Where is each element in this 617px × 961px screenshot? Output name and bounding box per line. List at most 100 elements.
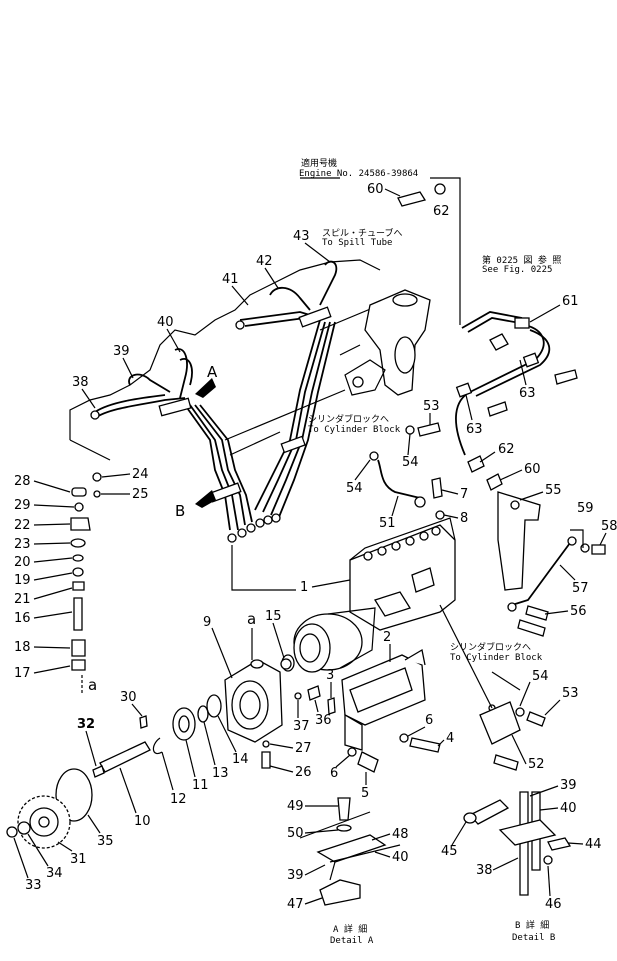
- bracket-59-line: [570, 529, 584, 548]
- bolt-56b: [517, 619, 546, 637]
- fuel-pump: [349, 477, 456, 631]
- callout-26: 26: [295, 765, 312, 780]
- callout-62-top: 62: [433, 204, 450, 219]
- spill-tube: [369, 183, 578, 491]
- view-letter-b: B: [175, 502, 185, 520]
- callout-62-mid: 62: [498, 442, 515, 457]
- seal-14: [206, 694, 222, 718]
- callout-11: 11: [192, 778, 209, 793]
- callout-16: 16: [14, 611, 31, 626]
- bracket-55-hole: [510, 500, 520, 510]
- bracket-55: [497, 491, 541, 591]
- washer-6a: [399, 733, 409, 743]
- callout-38-detail-b: 38: [476, 863, 493, 878]
- callout-54-low: 54: [532, 669, 549, 684]
- callout-40-detail-a: 40: [392, 850, 409, 865]
- bolt-52b: [493, 754, 519, 771]
- callout-60-mid: 60: [524, 462, 541, 477]
- callout-7: 7: [460, 487, 468, 502]
- lever-57: [511, 542, 571, 606]
- callout-38: 38: [72, 375, 89, 390]
- nut-56: [507, 602, 517, 612]
- callout-58: 58: [601, 519, 617, 534]
- callout-39-detail-a: 39: [287, 868, 304, 883]
- callout-29: 29: [14, 498, 31, 513]
- callout-32: 32: [77, 717, 95, 732]
- callout-46: 46: [545, 897, 562, 912]
- callout-20: 20: [14, 555, 31, 570]
- callout-15: 15: [265, 609, 282, 624]
- callout-44: 44: [585, 837, 602, 852]
- ring-15: [280, 658, 292, 670]
- cyl-note1-en: To Cylinder Block: [308, 425, 401, 435]
- view-letter-a: A: [207, 363, 218, 381]
- bolt-36: [307, 685, 321, 701]
- serial-bracket-line: [430, 177, 461, 325]
- nut-33: [6, 826, 18, 838]
- callout-39-detail-b: 39: [560, 778, 577, 793]
- view-arrows: [195, 378, 216, 508]
- leader-cyl2: [491, 671, 521, 691]
- washer-34: [17, 821, 31, 835]
- gear-31: [17, 795, 71, 849]
- callout-25: 25: [132, 487, 149, 502]
- cyl-note2-jp: シリンダブロックへ: [450, 641, 531, 653]
- callout-33: 33: [25, 878, 42, 893]
- pump-bracket: [341, 648, 426, 751]
- washer-59: [580, 543, 590, 553]
- callout-49: 49: [287, 799, 304, 814]
- callout-30: 30: [120, 690, 137, 705]
- callout-14: 14: [232, 752, 249, 767]
- callout-53-top: 53: [423, 399, 440, 414]
- washer-54: [515, 707, 525, 717]
- detail-b-jp: B 詳 細: [515, 919, 549, 931]
- callout-42: 42: [256, 254, 273, 269]
- callout-3: 3: [326, 668, 334, 683]
- callout-53-low: 53: [562, 686, 579, 701]
- callout-59: 59: [577, 501, 594, 516]
- callout-5: 5: [361, 786, 369, 801]
- callout-50: 50: [287, 826, 304, 841]
- callout-2: 2: [383, 630, 391, 645]
- callout-27: 27: [295, 741, 312, 756]
- bolt-26: [261, 751, 271, 769]
- callout-37: 37: [293, 719, 310, 734]
- spill-note-en: To Spill Tube: [322, 238, 392, 248]
- detail-b-en: Detail B: [512, 933, 555, 943]
- snap-ring-12: [152, 737, 163, 755]
- housing-top: [344, 289, 431, 396]
- bolt-53: [526, 711, 546, 727]
- plate-52: [479, 701, 521, 745]
- callout-41: 41: [222, 272, 239, 287]
- pipe-group-line: [231, 545, 296, 591]
- callout-10: 10: [134, 814, 151, 829]
- pin-30: [139, 715, 148, 729]
- key-32: [92, 765, 105, 778]
- callout-36: 36: [315, 713, 332, 728]
- callout-40-detail-b: 40: [560, 801, 577, 816]
- callout-63-left: 63: [466, 422, 483, 437]
- cyl-note2-en: To Cylinder Block: [450, 653, 543, 663]
- callout-60-top: 60: [367, 182, 384, 197]
- callout-31: 31: [70, 852, 87, 867]
- callout-55: 55: [545, 483, 562, 498]
- callout-4: 4: [446, 731, 454, 746]
- left-stack: [70, 472, 102, 695]
- callout-24: 24: [132, 467, 149, 482]
- fig-note-jp: 第 0225 図 参 照: [482, 254, 561, 266]
- callout-54-mid: 54: [402, 455, 419, 470]
- housing-9: [224, 659, 283, 743]
- callout-6-right: 6: [425, 713, 433, 728]
- washer-37: [294, 692, 302, 700]
- callout-12: 12: [170, 792, 187, 807]
- callout-6-left: 6: [330, 766, 338, 781]
- callout-35: 35: [97, 834, 114, 849]
- callout-1: 1: [300, 580, 308, 595]
- detail-b: [463, 791, 572, 896]
- spill-note-jp: スピル・チューブへ: [322, 227, 402, 239]
- callout-19: 19: [14, 573, 31, 588]
- callout-21: 21: [14, 592, 31, 607]
- view-letter-a-left: a: [88, 676, 97, 694]
- detail-a: [299, 797, 401, 906]
